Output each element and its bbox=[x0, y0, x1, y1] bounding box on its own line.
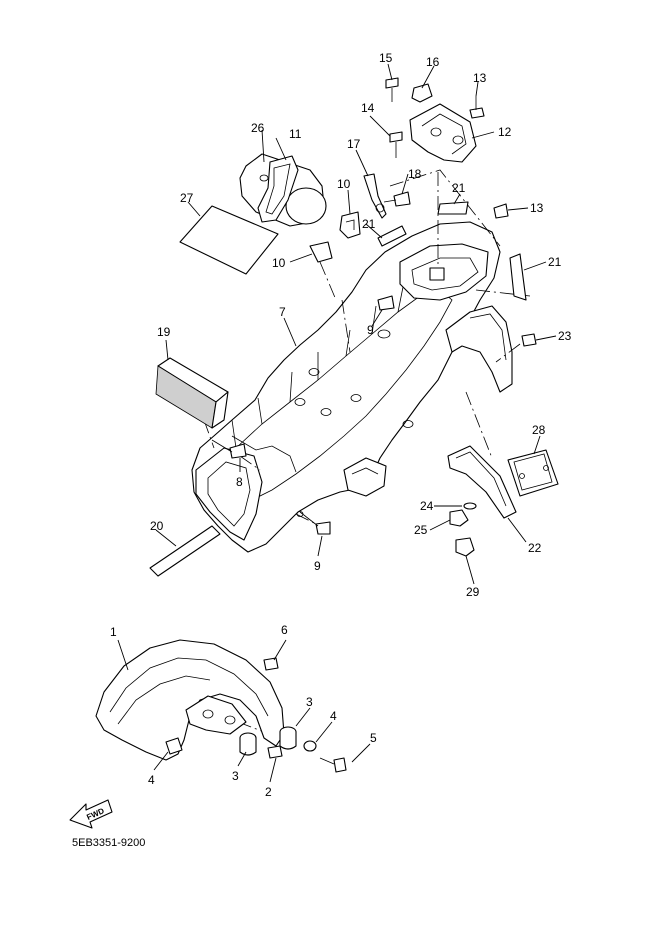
fwd-arrow-icon: FWD bbox=[69, 799, 113, 829]
washer-4-left bbox=[165, 737, 183, 755]
callout-21a: 21 bbox=[452, 181, 466, 195]
callout-24: 24 bbox=[420, 499, 434, 513]
washer-4-right bbox=[303, 740, 317, 752]
bolt-8 bbox=[211, 439, 247, 459]
callout-29: 29 bbox=[466, 585, 480, 599]
pad-21-b bbox=[437, 201, 469, 215]
part-number-caption: 5EB3351-9200 bbox=[72, 837, 145, 849]
callout-25: 25 bbox=[414, 523, 428, 537]
callout-21c: 21 bbox=[548, 255, 562, 269]
nut-6 bbox=[263, 657, 279, 671]
callout-2: 2 bbox=[265, 785, 272, 799]
bolt-2 bbox=[267, 745, 283, 759]
bolt-23 bbox=[521, 333, 537, 347]
clip-10-b bbox=[309, 241, 333, 263]
upper-bracket-12 bbox=[409, 103, 477, 163]
callout-3a: 3 bbox=[232, 769, 239, 783]
callout-13a: 13 bbox=[473, 71, 487, 85]
callout-5: 5 bbox=[370, 731, 377, 745]
callout-28: 28 bbox=[532, 423, 546, 437]
bolt-14 bbox=[389, 131, 403, 158]
callout-18: 18 bbox=[408, 167, 422, 181]
strip-20 bbox=[149, 525, 221, 577]
license-bracket bbox=[447, 445, 517, 519]
pad-19 bbox=[155, 357, 229, 429]
callout-7: 7 bbox=[279, 305, 286, 319]
spacer-3-right bbox=[279, 726, 297, 750]
rear-reflector bbox=[507, 449, 559, 497]
pad-21-a bbox=[377, 225, 407, 247]
callout-1: 1 bbox=[110, 625, 117, 639]
callout-17: 17 bbox=[347, 137, 361, 151]
hardware-24-25-29 bbox=[449, 502, 477, 557]
callout-8: 8 bbox=[236, 475, 243, 489]
bolt-5 bbox=[319, 757, 347, 773]
callout-14: 14 bbox=[361, 101, 375, 115]
bolt-13-top bbox=[469, 96, 485, 119]
pad-21-c bbox=[509, 253, 527, 301]
callout-4b: 4 bbox=[330, 709, 337, 723]
callout-10b: 10 bbox=[272, 256, 286, 270]
callout-13b: 13 bbox=[530, 201, 544, 215]
callout-27: 27 bbox=[180, 191, 194, 205]
bolt-15 bbox=[385, 77, 399, 102]
callout-9a: 9 bbox=[367, 323, 374, 337]
rod-17 bbox=[363, 173, 387, 219]
callout-20: 20 bbox=[150, 519, 164, 533]
callout-4a: 4 bbox=[148, 773, 155, 787]
leader-lines bbox=[117, 63, 557, 783]
rear-fender-body bbox=[191, 221, 513, 553]
callout-26: 26 bbox=[251, 121, 265, 135]
callout-19: 19 bbox=[157, 325, 171, 339]
callout-11: 11 bbox=[289, 127, 302, 141]
callout-labels: 1 2 3 3 4 4 5 6 7 8 9 9 10 10 11 12 13 1… bbox=[110, 51, 572, 799]
nut-16 bbox=[411, 83, 433, 103]
callout-10a: 10 bbox=[337, 177, 351, 191]
callout-6: 6 bbox=[281, 623, 288, 637]
callout-9b: 9 bbox=[314, 559, 321, 573]
bolt-9-bottom bbox=[299, 511, 331, 535]
callout-23: 23 bbox=[558, 329, 572, 343]
bolt-13-right bbox=[493, 203, 509, 219]
callout-21b: 21 bbox=[362, 217, 376, 231]
callout-22: 22 bbox=[528, 541, 542, 555]
callout-15: 15 bbox=[379, 51, 393, 65]
label-sheet bbox=[179, 205, 279, 275]
clip-10-a bbox=[339, 211, 361, 239]
bolt-9-top bbox=[377, 295, 395, 311]
bolt-18 bbox=[383, 191, 411, 207]
reflector-assembly bbox=[239, 153, 327, 227]
callout-16: 16 bbox=[426, 55, 440, 69]
callout-12: 12 bbox=[498, 125, 512, 139]
spacer-3-left bbox=[239, 732, 257, 756]
callout-3b: 3 bbox=[306, 695, 313, 709]
